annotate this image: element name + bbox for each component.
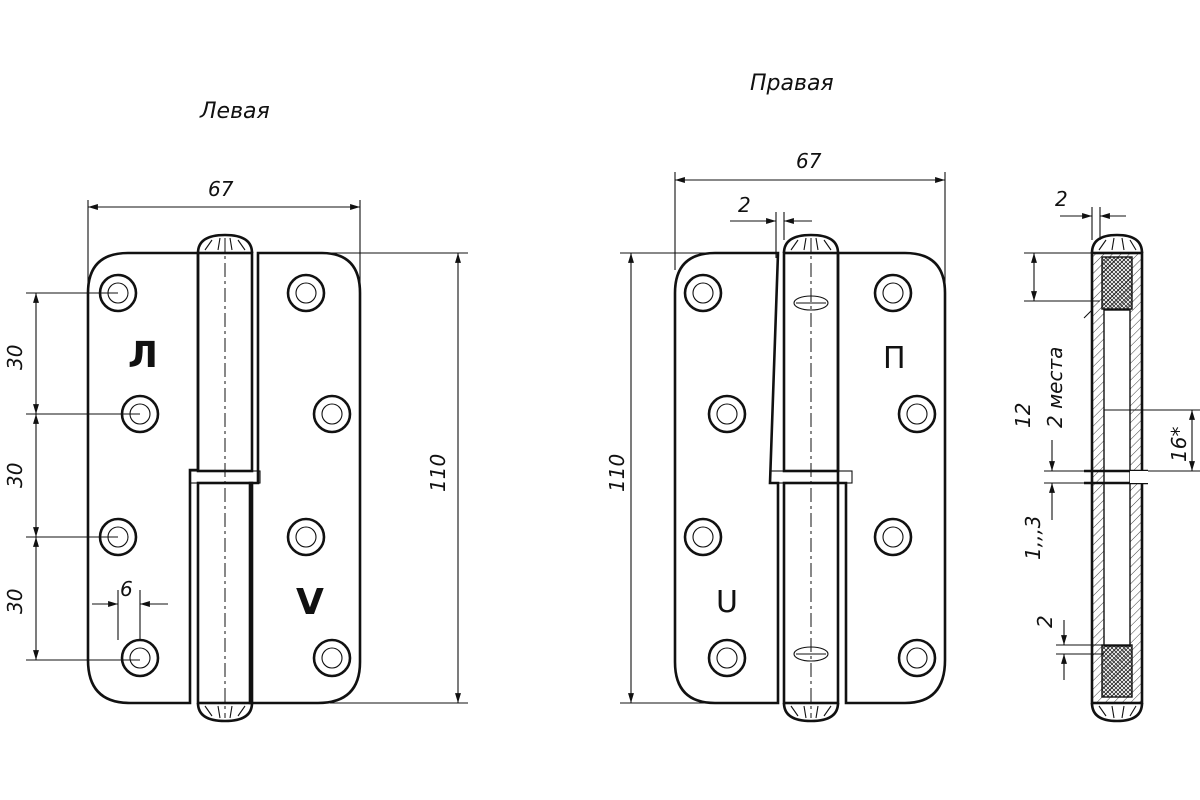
left-plate-outline [86,251,200,705]
section-dim-12: 12 2 места [1011,252,1100,428]
left-holes [98,273,352,678]
hole [683,273,723,313]
section-2-places-label: 2 места [1043,347,1067,428]
section-top-label: 2 [1055,187,1068,211]
hole [873,517,913,557]
section-top-dimension: 2 [1055,187,1126,240]
spacing-label-2: 30 [3,463,27,488]
section-dim-16: 16* [1130,409,1200,472]
section-view: 2 12 2 места 16* 1,,,3 [1011,187,1200,723]
left-width-label: 67 [208,177,234,201]
right-width-dimension: 67 [674,149,946,290]
hole [873,273,913,313]
left-knuckle [189,233,261,723]
hole [683,517,723,557]
right-view-title: Правая [750,71,834,96]
spacing-label-3: 30 [3,589,27,614]
left-offset-dimension: 6 [92,577,168,640]
left-hinge-view: Левая Л V [3,99,468,723]
right-width-label: 67 [796,149,822,173]
left-spacing-dimensions: 30 30 30 [3,292,140,661]
right-right-plate-outline [836,251,947,705]
left-mark-bottom: V [296,582,324,623]
right-height-dimension: 110 [605,252,715,704]
hole [312,638,352,678]
hole [286,517,326,557]
section-dim-gap: 1,,,3 [1021,440,1092,560]
hole [120,638,160,678]
right-left-plate-outline [673,251,780,705]
right-plate-outline [248,251,362,705]
section-16-label: 16* [1167,427,1191,462]
section-bottom-label: 2 [1033,615,1057,628]
left-width-dimension: 67 [87,177,361,290]
section-12-label: 12 [1011,403,1035,428]
hole [312,394,352,434]
section-dim-bottom: 2 [1033,615,1104,680]
hole [897,394,937,434]
left-view-title: Левая [199,99,270,124]
right-knuckle [769,233,853,723]
hole [707,638,747,678]
spacing-label-1: 30 [3,345,27,370]
right-mark-top: П [883,341,906,376]
left-height-label: 110 [426,454,450,492]
hole [897,638,937,678]
right-mark-bottom: U [716,585,738,620]
left-offset-label: 6 [120,577,133,601]
right-holes [683,273,937,678]
right-gap-label: 2 [738,193,751,217]
section-gap-label: 1,,,3 [1021,515,1045,560]
left-mark-top: Л [128,335,158,376]
right-hinge-view: Правая П U [605,71,947,723]
right-height-label: 110 [605,454,629,492]
right-gap-dimension: 2 [730,193,812,258]
hole [286,273,326,313]
left-height-dimension: 110 [330,252,468,704]
hole [707,394,747,434]
